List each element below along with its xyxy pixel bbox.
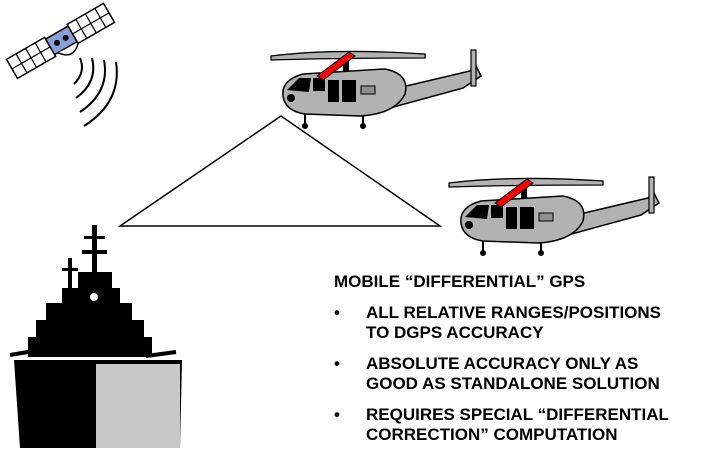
bullet-text-line: CORRECTION” COMPUTATION bbox=[366, 425, 618, 444]
caption-block: MOBILE “DIFFERENTIAL” GPS • ALL RELATIVE… bbox=[334, 272, 719, 456]
helicopter-icon bbox=[448, 176, 660, 257]
bullet-text-line: ABSOLUTE ACCURACY ONLY AS bbox=[366, 354, 639, 373]
bullet-dot: • bbox=[334, 303, 340, 322]
ship-icon bbox=[9, 225, 182, 448]
satellite-icon bbox=[5, 2, 118, 127]
caption-heading: MOBILE “DIFFERENTIAL” GPS bbox=[334, 272, 586, 291]
helicopter-icon bbox=[270, 49, 482, 130]
ranging-triangle bbox=[117, 115, 443, 227]
bullet-text-line: TO DGPS ACCURACY bbox=[366, 323, 544, 342]
list-item: • ABSOLUTE ACCURACY ONLY AS GOOD AS STAN… bbox=[334, 354, 719, 394]
bullet-text-line: GOOD AS STANDALONE SOLUTION bbox=[366, 374, 660, 393]
bullet-list: • ALL RELATIVE RANGES/POSITIONS TO DGPS … bbox=[334, 303, 719, 445]
list-item: • ALL RELATIVE RANGES/POSITIONS TO DGPS … bbox=[334, 303, 719, 343]
bullet-dot: • bbox=[334, 354, 340, 373]
bullet-text-line: ALL RELATIVE RANGES/POSITIONS bbox=[366, 303, 662, 322]
bullet-dot: • bbox=[334, 405, 340, 424]
bullet-text-line: REQUIRES SPECIAL “DIFFERENTIAL bbox=[366, 405, 669, 424]
list-item: • REQUIRES SPECIAL “DIFFERENTIAL CORRECT… bbox=[334, 405, 719, 445]
